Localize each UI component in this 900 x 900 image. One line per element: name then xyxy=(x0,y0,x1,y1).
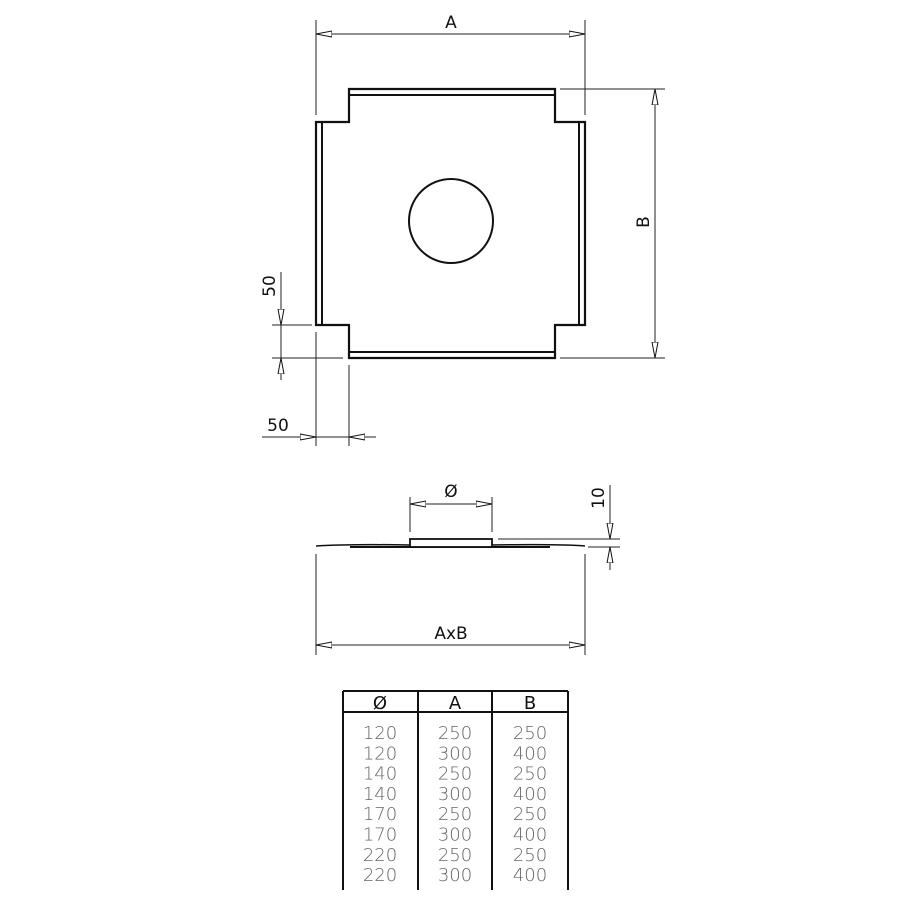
dim-collar-height-label: 10 xyxy=(589,487,609,509)
table-header-b: B xyxy=(524,693,536,714)
table-cell: 300 xyxy=(438,784,472,805)
table-cell: 120 xyxy=(363,723,397,744)
table-cell: 250 xyxy=(513,764,547,785)
dim-a-label: A xyxy=(445,13,457,33)
table-cell: 250 xyxy=(513,723,547,744)
table-cell: 400 xyxy=(513,825,547,846)
size-table: Ø A B 120 250 250 120 300 400 140 250 250 140 300 4… xyxy=(342,690,569,890)
table-row: 220 250 250 xyxy=(363,845,547,866)
table-cell: 300 xyxy=(438,743,472,764)
table-header-diameter: Ø xyxy=(373,693,387,714)
table-cell: 140 xyxy=(363,764,397,785)
table-row: 140 250 250 xyxy=(363,764,547,785)
flange-inner-lines xyxy=(321,94,580,353)
plate-outline xyxy=(314,87,587,360)
table-cell: 250 xyxy=(513,845,547,866)
table-cell: 250 xyxy=(438,764,472,785)
top-view: A B 50 50 xyxy=(260,13,665,446)
table-row: 140 300 400 xyxy=(363,784,547,805)
table-cell: 400 xyxy=(513,784,547,805)
center-hole xyxy=(408,178,494,264)
table-cell: 170 xyxy=(363,825,397,846)
dimension-b xyxy=(560,88,665,359)
table-cell: 140 xyxy=(363,784,397,805)
dimension-notch-horizontal xyxy=(262,332,376,446)
table-cell: 300 xyxy=(438,825,472,846)
table-cell: 220 xyxy=(363,845,397,866)
dim-overall-label: AxB xyxy=(434,624,467,644)
dim-notch-vertical-label: 50 xyxy=(260,275,280,297)
collar xyxy=(409,538,493,548)
table-cell: 220 xyxy=(363,865,397,886)
dimension-overall xyxy=(315,554,586,655)
table-cell: 400 xyxy=(513,865,547,886)
table-row: 220 300 400 xyxy=(363,865,547,886)
table-row: 170 250 250 xyxy=(363,804,547,825)
table-cell: 300 xyxy=(438,865,472,886)
table-cell: 250 xyxy=(438,845,472,866)
table-header-a: A xyxy=(449,693,462,714)
dimension-diameter xyxy=(409,497,493,532)
side-view: Ø 10 AxB xyxy=(315,482,620,655)
dim-diameter-label: Ø xyxy=(444,482,457,502)
dimension-collar-height xyxy=(498,485,620,570)
dim-b-label: B xyxy=(634,216,654,228)
table-row: 170 300 400 xyxy=(363,825,547,846)
table-cell: 250 xyxy=(438,723,472,744)
table-cell: 170 xyxy=(363,804,397,825)
table-cell: 250 xyxy=(513,804,547,825)
dim-notch-horizontal-label: 50 xyxy=(267,416,289,436)
dimension-a xyxy=(315,20,586,115)
table-cell: 250 xyxy=(438,804,472,825)
table-cell: 400 xyxy=(513,743,547,764)
table-row: 120 300 400 xyxy=(363,743,547,764)
dimension-notch-vertical xyxy=(272,272,343,380)
table-cell: 120 xyxy=(363,743,397,764)
table-row: 120 250 250 xyxy=(363,723,547,744)
